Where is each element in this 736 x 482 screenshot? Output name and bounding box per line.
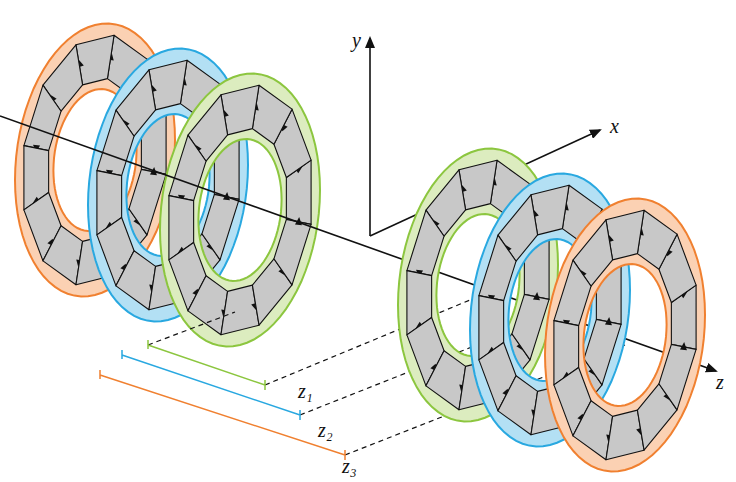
magnet-ring <box>160 74 320 347</box>
magnet-segment <box>573 401 613 460</box>
magnet-ring <box>545 199 705 472</box>
magnet-segment <box>43 226 83 285</box>
magnet-segment <box>407 210 444 275</box>
axis-label: z <box>716 372 724 392</box>
axes <box>0 38 716 460</box>
y-axis <box>369 38 371 236</box>
ring-band <box>545 199 705 472</box>
magnet-segment <box>188 276 228 335</box>
magnet-segment <box>24 85 61 150</box>
magnet-segment <box>202 194 239 259</box>
magnet-segment <box>169 135 206 200</box>
axis-label: x <box>610 116 619 136</box>
magnet-segment <box>274 219 311 284</box>
magnet-segment <box>584 319 621 384</box>
magnet-segment <box>252 85 292 144</box>
magnetization-arrow <box>605 317 612 325</box>
magnetization-arrow <box>533 292 540 300</box>
magnetization-arrow <box>680 342 687 350</box>
ring-band <box>160 74 320 347</box>
magnet-segment <box>659 344 696 409</box>
magnet-segment <box>554 260 591 325</box>
magnet-segment <box>512 294 549 359</box>
distance-brackets <box>100 340 345 460</box>
magnet-segment <box>97 110 134 175</box>
magnet-segment <box>116 251 156 310</box>
magnet-segment <box>637 210 677 269</box>
distance-label: z₁ <box>298 381 313 401</box>
magnet-segment <box>498 376 538 435</box>
distance-label: z₂ <box>318 420 333 440</box>
distance-label: z₃ <box>342 456 357 476</box>
magnet-segment <box>479 235 516 300</box>
axis-label: y <box>352 30 361 50</box>
magnet-segment <box>426 351 466 410</box>
